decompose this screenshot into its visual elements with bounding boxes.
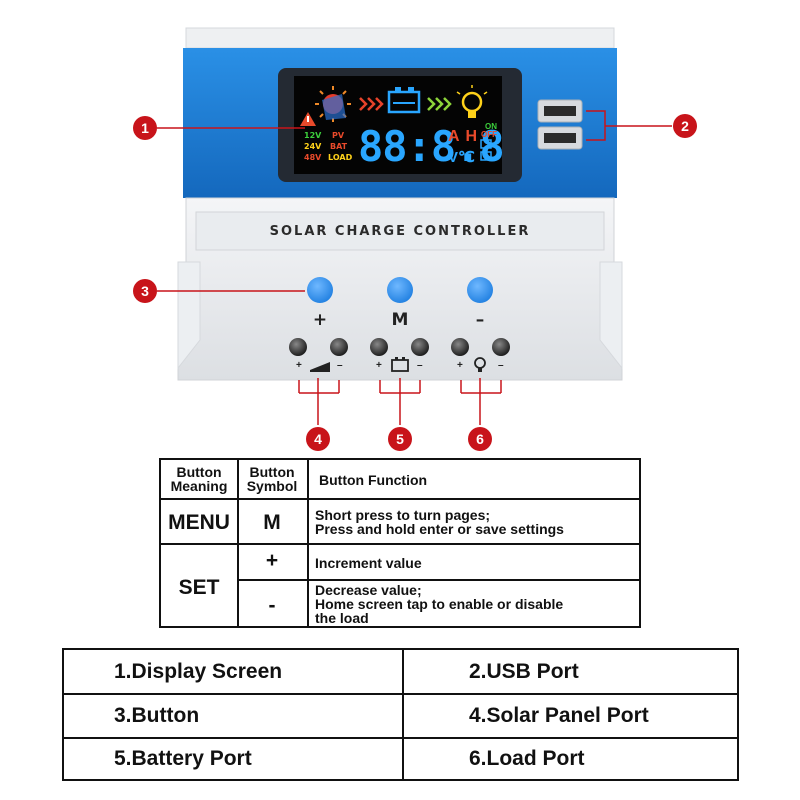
row-set-meaning: SET <box>178 576 220 599</box>
plus-button <box>307 277 333 303</box>
row-menu-function: Short press to turn pages; Press and hol… <box>315 507 564 537</box>
legend-solar-panel-port: 4.Solar Panel Port <box>469 704 649 727</box>
port-legend-table: 1.Display Screen 2.USB Port 3.Button 4.S… <box>62 648 739 781</box>
plus-symbol: + <box>312 310 328 330</box>
voltage-24v: 24V <box>304 142 322 151</box>
solar-plus: + <box>296 360 302 371</box>
voltage-12v: 12V <box>304 131 322 140</box>
minus-symbol: – <box>475 310 485 330</box>
callout-6: 6 <box>468 427 492 451</box>
legend-battery-port: 5.Battery Port <box>114 747 252 770</box>
row-menu-symbol: M <box>263 511 281 534</box>
mode-pv: PV <box>332 131 345 140</box>
battery-plus: + <box>376 360 382 371</box>
terminals <box>289 338 510 356</box>
header-button-function: Button Function <box>319 472 428 488</box>
header-button-meaning: Button Meaning <box>170 464 228 494</box>
mode-bat: BAT <box>330 142 348 151</box>
lcd-off-label: OFF <box>481 130 497 139</box>
row-plus-function: Increment value <box>315 555 422 571</box>
callout-1: 1 <box>133 116 157 140</box>
load-minus: – <box>498 360 504 371</box>
lcd-digits: 88:8.8 <box>358 122 505 171</box>
callout-4: 4 <box>306 427 330 451</box>
legend-usb-port: 2.USB Port <box>469 660 579 683</box>
legend-display-screen: 1.Display Screen <box>114 660 283 683</box>
legend-load-port: 6.Load Port <box>469 747 585 770</box>
lcd-units-ah: AH <box>448 128 484 145</box>
button-function-table: Button Meaning Button Symbol Button Func… <box>159 458 641 628</box>
row-minus-function: Decrease value; Home screen tap to enabl… <box>315 582 564 626</box>
solar-panel-icon <box>310 362 330 372</box>
row-plus-symbol: + <box>265 549 279 572</box>
menu-button <box>387 277 413 303</box>
legend-button: 3.Button <box>114 704 200 727</box>
battery-minus: – <box>417 360 423 371</box>
lcd-on-label: ON <box>485 122 497 131</box>
mode-load: LOAD <box>328 153 353 162</box>
solar-charge-controller-illustration <box>157 27 672 425</box>
brand-label: SOLAR CHARGE CONTROLLER <box>269 224 531 239</box>
load-plus: + <box>457 360 463 371</box>
minus-button <box>467 277 493 303</box>
row-menu-meaning: MENU <box>168 511 230 534</box>
solar-minus: – <box>337 360 343 371</box>
menu-symbol: M <box>391 310 409 330</box>
header-button-symbol: Button Symbol <box>246 464 298 494</box>
usb-ports <box>537 99 583 150</box>
voltage-48v: 48V <box>304 153 322 162</box>
row-minus-symbol: - <box>268 594 276 617</box>
callout-2: 2 <box>673 114 697 138</box>
callout-3: 3 <box>133 279 157 303</box>
lcd-units-vc: V℃ <box>448 149 475 166</box>
callout-5: 5 <box>388 427 412 451</box>
battery-icon <box>387 90 421 114</box>
battery-port-icon <box>391 359 409 372</box>
